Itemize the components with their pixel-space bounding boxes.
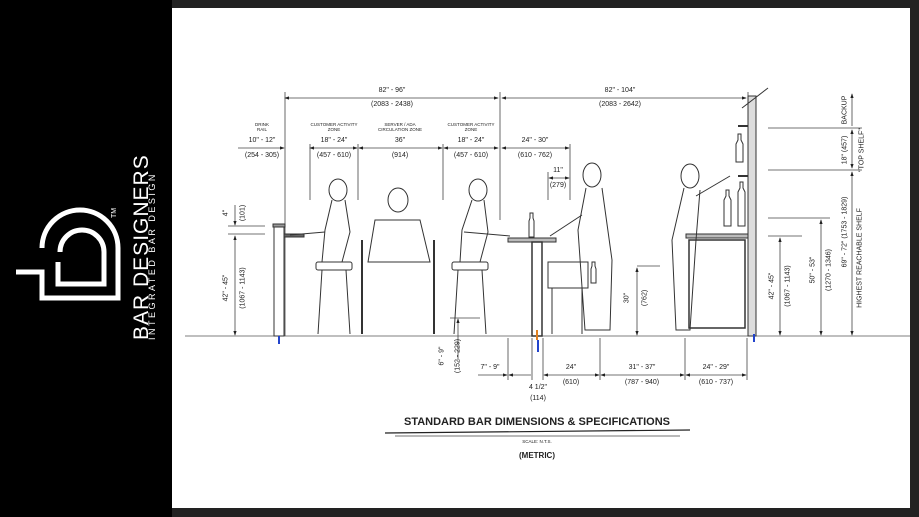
- overall-dim-right-imperial: 82" - 104": [604, 87, 636, 94]
- top-shelf-dim: 18" (457): [841, 135, 849, 165]
- zone-dim-metric: (914): [391, 152, 409, 159]
- bd-monogram-icon: TM: [16, 207, 121, 301]
- footrail-imperial: 6" - 9": [438, 346, 446, 366]
- reach-height-dim: 69" - 72" (1753 - 1829): [841, 196, 849, 268]
- zone-dim-imperial: 36": [394, 137, 406, 144]
- bottom-dim-metric: (787 - 940): [624, 379, 660, 386]
- rail-height-metric: (101): [239, 204, 247, 222]
- worktop-height-metric: (762): [641, 289, 649, 307]
- backbar-height-imperial: 42" - 45": [768, 272, 776, 300]
- shelf-height-metric: (1270 - 1346): [825, 248, 833, 292]
- bottom-dim-imperial: 24" - 29": [702, 364, 730, 371]
- overall-dim-left-imperial: 82" - 96": [378, 87, 406, 94]
- brand-logo: TM BAR DESIGNERS INTEGRATED BAR DESIGN: [0, 0, 172, 517]
- drawing-units: (METRIC): [519, 451, 555, 460]
- top-shelf-label: "TOP SHELF": [858, 128, 866, 172]
- bottom-dim-imperial: 24": [565, 364, 577, 371]
- overall-dim-right-metric: (2083 - 2642): [598, 101, 642, 108]
- zone-dim-metric: (254 - 305): [244, 152, 280, 159]
- brand-panel: [0, 0, 172, 517]
- overhang-imperial: 11": [553, 167, 563, 174]
- zone-dim-imperial: 10" - 12": [248, 137, 276, 144]
- bottom-dim-metric: (610 - 737): [698, 379, 734, 386]
- zone-dim-metric: (457 - 610): [453, 152, 489, 159]
- drawing-canvas: [172, 8, 910, 508]
- bar-height-metric: (1067 - 1143): [239, 267, 247, 309]
- overhang-metric: (279): [549, 182, 567, 189]
- highest-shelf-label: HIGHEST REACHABLE SHELF: [856, 208, 864, 308]
- rail-height-imperial: 4": [222, 209, 230, 217]
- bottom-dim-metric: (114): [530, 395, 546, 402]
- footrail-metric: (152 - 229): [454, 338, 462, 374]
- worktop-height-imperial: 30": [623, 292, 631, 304]
- bar-height-imperial: 42" - 45": [222, 274, 230, 302]
- overall-dim-left-metric: (2083 - 2438): [370, 101, 414, 108]
- backbar-height-metric: (1067 - 1143): [784, 265, 792, 307]
- drawing-title: STANDARD BAR DIMENSIONS & SPECIFICATIONS: [403, 416, 671, 428]
- bottom-dim-metric: (610): [562, 379, 580, 386]
- svg-text:TM: TM: [111, 208, 118, 218]
- bottom-dim-imperial: 31" - 37": [628, 364, 656, 371]
- zone-dim-imperial: 18" - 24": [457, 137, 485, 144]
- drawing-scale: SCALE: N.T.S.: [522, 439, 552, 444]
- zone-dim-imperial: 24" - 30": [521, 137, 549, 144]
- bottom-dim-imperial: 4 1/2": [528, 384, 548, 391]
- shelf-height-imperial: 50" - 53": [809, 256, 817, 284]
- backup-label: BACKUP: [841, 95, 849, 125]
- zone-dim-metric: (610 - 762): [517, 152, 553, 159]
- bottom-dim-imperial: 7" - 9": [480, 364, 500, 371]
- zone-dim-imperial: 18" - 24": [320, 137, 348, 144]
- zone-dim-metric: (457 - 610): [316, 152, 352, 159]
